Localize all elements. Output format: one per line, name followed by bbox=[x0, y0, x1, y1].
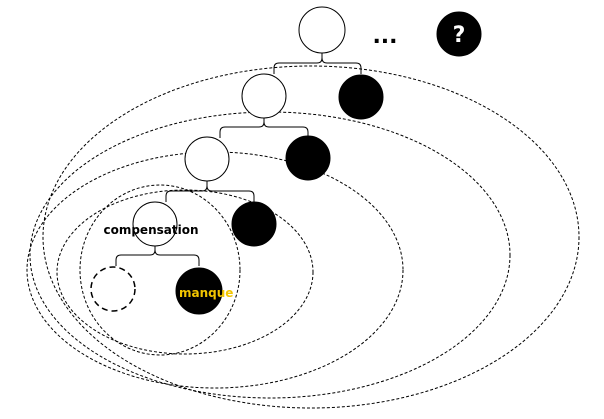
branch-level-4 bbox=[115, 245, 200, 266]
node-level-4-open bbox=[132, 201, 178, 247]
question-mark-text: ? bbox=[453, 23, 466, 48]
ellipsis-text: ... bbox=[372, 24, 397, 49]
node-level-2-filled bbox=[338, 74, 384, 120]
node-manque bbox=[175, 267, 223, 315]
compensation-label: compensation bbox=[103, 223, 198, 237]
node-level-2-open bbox=[241, 73, 287, 119]
scope-ellipse-inner bbox=[79, 184, 241, 356]
node-level-3-open bbox=[184, 136, 230, 182]
scope-ellipse-level-3 bbox=[26, 151, 404, 389]
missing-node bbox=[90, 266, 136, 312]
node-level-4-filled bbox=[231, 201, 277, 247]
root-node bbox=[298, 6, 346, 54]
branch-level-2 bbox=[219, 117, 309, 138]
question-node bbox=[436, 11, 482, 57]
branch-level-3 bbox=[165, 181, 255, 202]
node-level-3-filled bbox=[285, 135, 331, 181]
scope-ellipse-level-4 bbox=[56, 189, 314, 355]
scope-ellipse-outer bbox=[42, 65, 580, 409]
manque-label: manque bbox=[179, 286, 233, 300]
scope-ellipse-level-2 bbox=[29, 111, 511, 399]
branch-root bbox=[273, 48, 362, 74]
